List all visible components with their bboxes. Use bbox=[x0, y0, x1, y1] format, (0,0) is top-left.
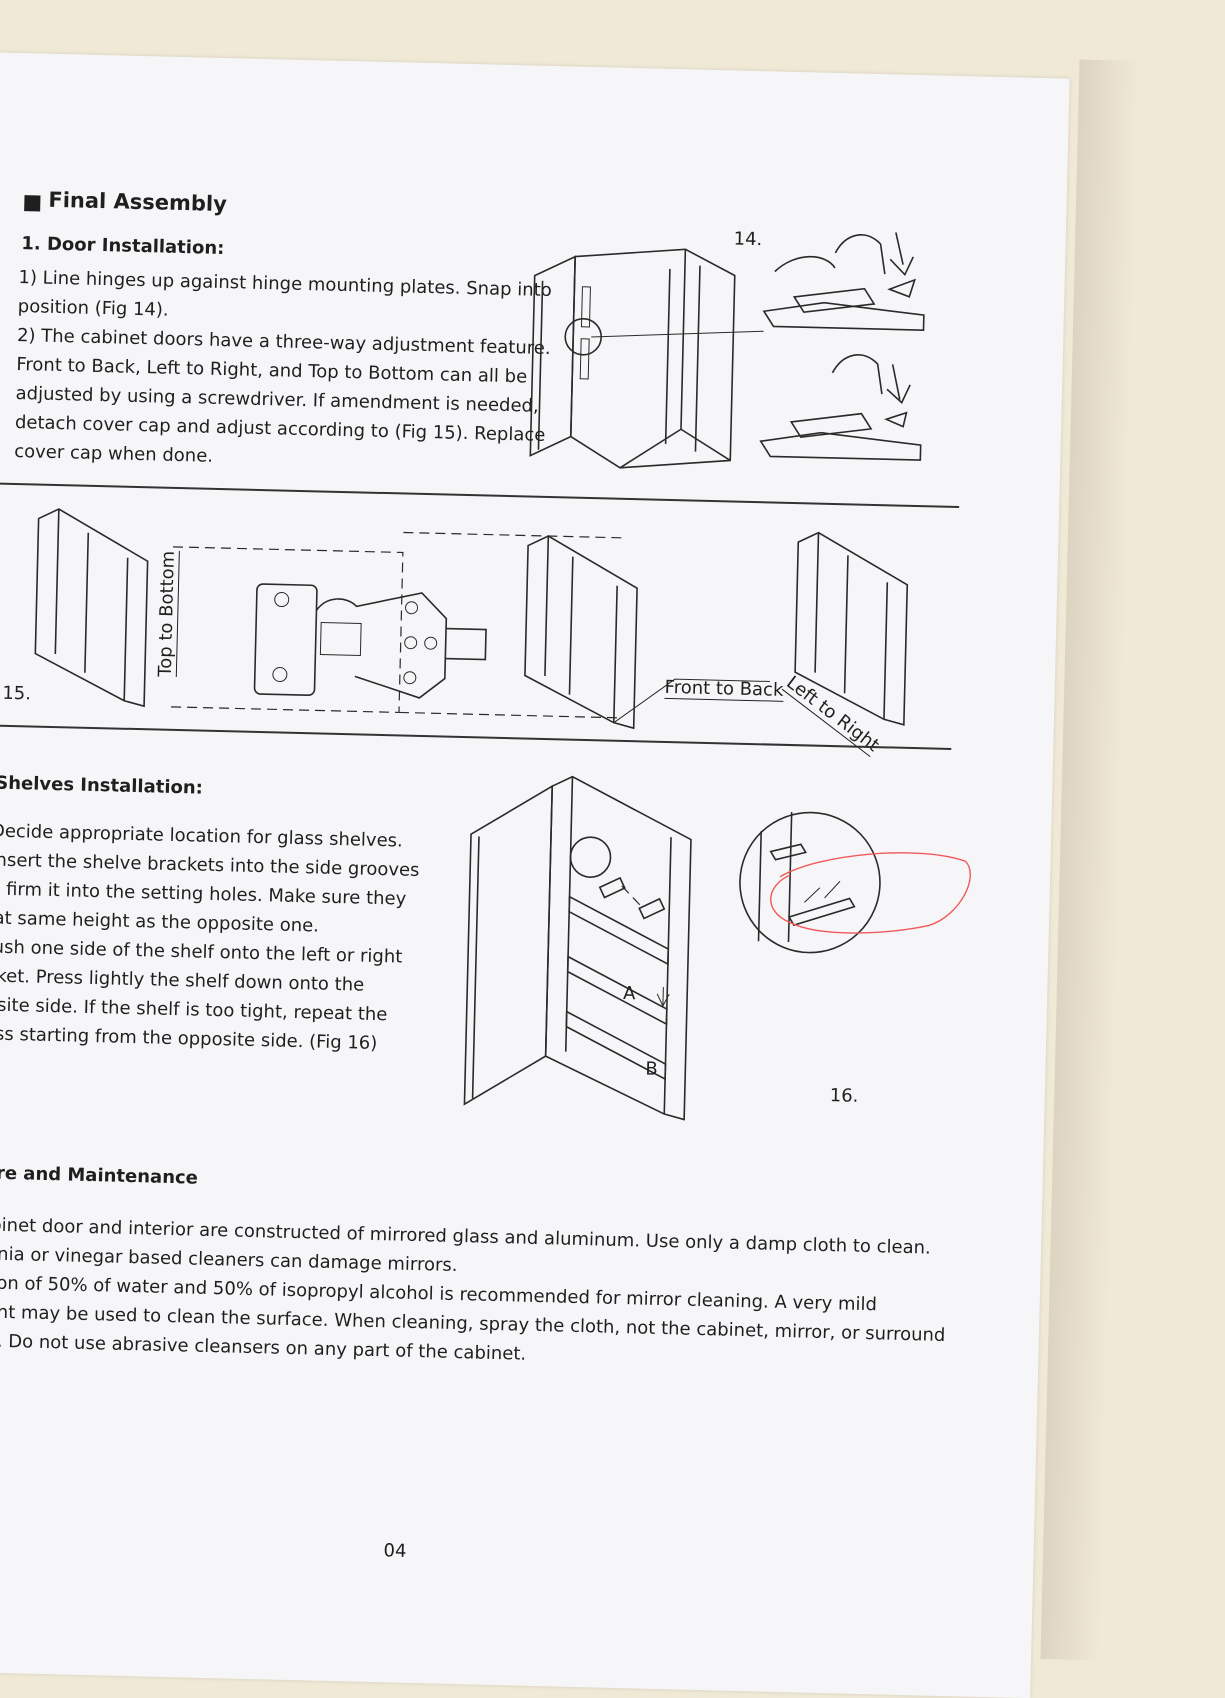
door-line-7: cover cap when done. bbox=[13, 440, 214, 467]
manual-page: Final Assembly 1. Door Installation: 1) … bbox=[0, 52, 1070, 1698]
marker-b: B bbox=[645, 1058, 658, 1080]
page-number: 04 bbox=[383, 1540, 407, 1562]
shelves-heading: . Shelves Installation: bbox=[0, 772, 204, 799]
fig14-cabinet-drawing bbox=[529, 232, 925, 469]
fig15-adjustment-drawing bbox=[34, 508, 909, 730]
divider-1 bbox=[0, 482, 960, 508]
marker-a: A bbox=[622, 982, 636, 1005]
fig16-label: 16. bbox=[829, 1085, 859, 1107]
final-assembly-title: Final Assembly bbox=[48, 187, 228, 217]
top-to-bottom-label: Top to Bottom bbox=[154, 550, 180, 677]
fig16-shelf-drawing bbox=[463, 775, 971, 1121]
section-marker-square bbox=[24, 191, 41, 212]
door-line-2: position (Fig 14). bbox=[17, 296, 169, 321]
door-installation-heading: 1. Door Installation: bbox=[21, 233, 225, 260]
front-to-back-label: Front to Back bbox=[664, 676, 784, 702]
care-heading: Care and Maintenance bbox=[0, 1162, 199, 1189]
